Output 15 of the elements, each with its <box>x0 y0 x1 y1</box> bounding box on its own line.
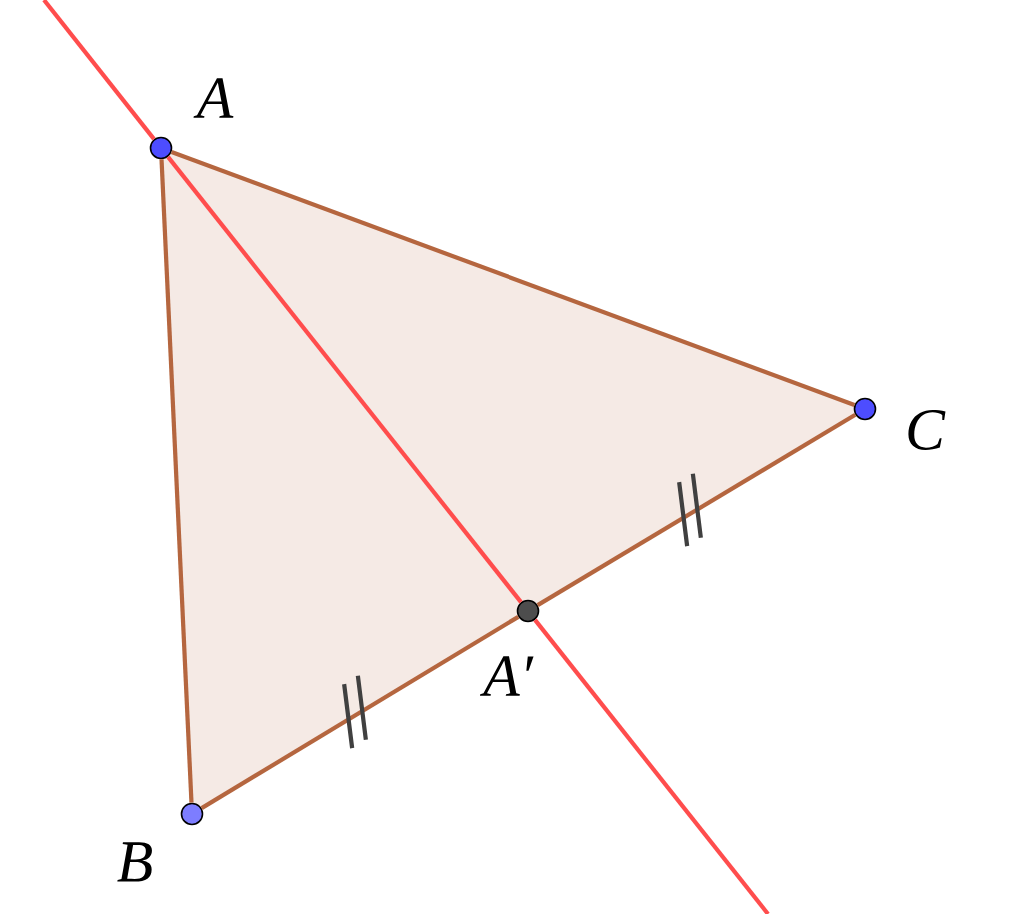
point-label: A <box>193 78 234 118</box>
point-label: C <box>908 409 946 451</box>
point-label: A′ <box>479 656 534 696</box>
triangle-side <box>170 149 856 408</box>
point <box>516 599 540 623</box>
triangle-side <box>159 159 194 803</box>
point <box>853 397 877 421</box>
point <box>180 802 204 826</box>
triangle-side <box>200 615 520 810</box>
point <box>149 136 173 160</box>
median-line <box>42 0 156 141</box>
triangle-side <box>536 412 857 607</box>
median-line <box>533 618 770 914</box>
point-label: B <box>117 842 152 882</box>
median-line <box>166 155 523 604</box>
